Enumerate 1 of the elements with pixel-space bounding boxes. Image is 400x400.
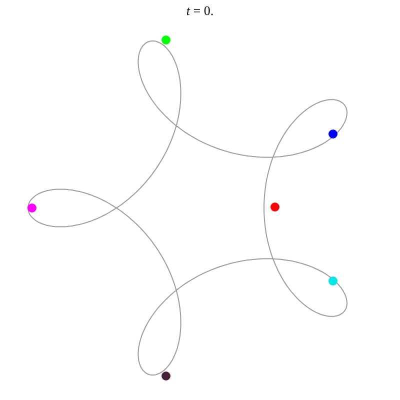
plot-title: t = 0. [185, 3, 215, 19]
